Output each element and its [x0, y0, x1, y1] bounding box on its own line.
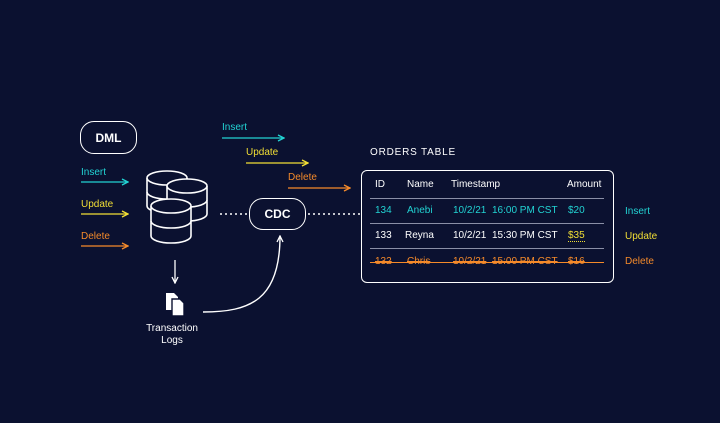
- row3-date: 10/2/21: [453, 256, 486, 268]
- row3-time: 15:00 PM CST: [492, 256, 558, 268]
- header-id: ID: [375, 179, 385, 190]
- row2-amount-value: $35: [568, 230, 585, 242]
- transaction-logs-label: Transaction Logs: [138, 323, 206, 347]
- left-insert-label: Insert: [81, 167, 107, 178]
- header-timestamp: Timestamp: [451, 179, 501, 190]
- transaction-logs-line1: Transaction: [146, 323, 198, 334]
- row-divider: [370, 223, 604, 224]
- left-update-label: Update: [81, 199, 114, 210]
- documents-icon: [166, 293, 185, 317]
- row1-id: 134: [375, 205, 392, 216]
- dml-node: DML: [80, 121, 137, 154]
- orders-table: [361, 170, 614, 283]
- row2-time: 15:30 PM CST: [492, 230, 558, 241]
- row3-id: 132: [375, 256, 392, 268]
- row1-name: Anebi: [407, 205, 433, 216]
- header-amount: Amount: [567, 179, 602, 190]
- row2-name: Reyna: [405, 230, 434, 241]
- row2-id: 133: [375, 230, 392, 241]
- row1-status: Insert: [625, 206, 651, 217]
- header-name: Name: [407, 179, 434, 190]
- top-insert-label: Insert: [222, 122, 248, 133]
- row2-amount: $35: [568, 230, 585, 242]
- row1-amount: $20: [568, 205, 585, 216]
- cdc-label: CDC: [264, 207, 291, 221]
- row-divider: [370, 248, 604, 249]
- dml-label: DML: [95, 130, 122, 145]
- row3-strike-line: [370, 262, 604, 263]
- row1-time: 16:00 PM CST: [492, 205, 558, 216]
- left-delete-label: Delete: [81, 231, 110, 242]
- top-update-label: Update: [246, 147, 279, 158]
- row3-amount: $16: [568, 256, 585, 268]
- row2-date: 10/2/21: [453, 230, 487, 241]
- orders-table-title: ORDERS TABLE: [370, 147, 456, 158]
- logs-to-cdc-arrow: [202, 236, 280, 313]
- database-icon: [146, 170, 208, 244]
- row3-name: Chris: [407, 256, 430, 268]
- row3-status: Delete: [625, 256, 654, 267]
- transaction-logs-line2: Logs: [161, 335, 183, 346]
- cdc-node: CDC: [249, 198, 306, 230]
- row-divider: [370, 198, 604, 199]
- top-delete-label: Delete: [288, 172, 317, 183]
- row2-status: Update: [625, 231, 658, 242]
- row1-date: 10/2/21: [453, 205, 487, 216]
